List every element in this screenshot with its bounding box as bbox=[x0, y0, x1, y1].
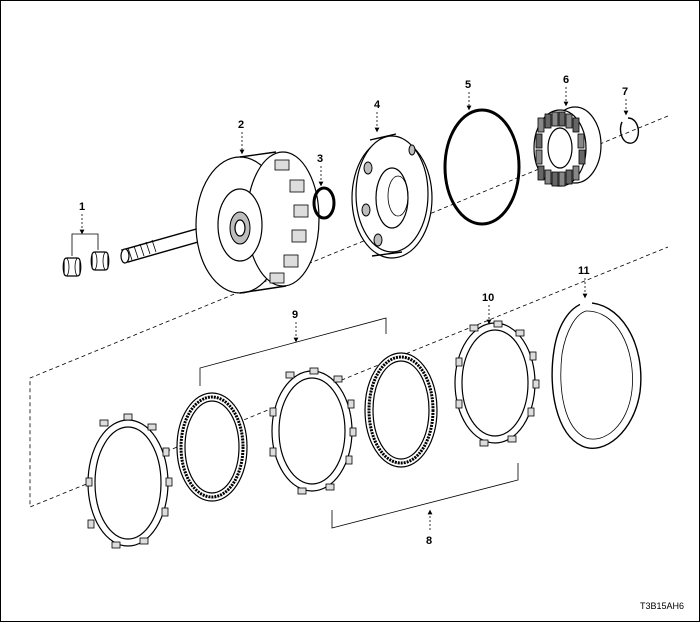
clutch-plate-pressure bbox=[454, 320, 540, 447]
callout-11: 11 bbox=[578, 265, 590, 277]
callout-3: 3 bbox=[317, 153, 323, 165]
bracket-9 bbox=[199, 317, 387, 386]
callout-4: 4 bbox=[374, 99, 381, 111]
figure-reference-code: T3B15AH6 bbox=[640, 601, 684, 611]
bracket-8 bbox=[331, 463, 519, 529]
clutch-plate-steel-1 bbox=[85, 413, 173, 549]
part-1-bushings bbox=[62, 233, 110, 277]
part-6-spring-assembly bbox=[533, 106, 602, 187]
part-4-piston bbox=[351, 133, 433, 259]
callout-7: 7 bbox=[622, 86, 628, 98]
part-5-large-o-ring bbox=[443, 108, 521, 226]
callout-5: 5 bbox=[465, 79, 471, 91]
part-2-input-shaft-drum bbox=[120, 151, 320, 294]
clutch-plate-friction-1 bbox=[176, 392, 248, 502]
callout-10: 10 bbox=[482, 292, 494, 304]
part-7-snap-ring bbox=[619, 117, 639, 144]
callout-1: 1 bbox=[79, 201, 85, 213]
callout-2: 2 bbox=[238, 119, 244, 131]
clutch-plate-steel-2 bbox=[269, 367, 357, 495]
part-3-o-ring bbox=[312, 186, 336, 220]
callout-8: 8 bbox=[426, 535, 432, 547]
callout-9: 9 bbox=[292, 309, 298, 321]
part-11-large-snap-ring bbox=[551, 299, 642, 449]
assembly-boundary-line bbox=[29, 115, 669, 508]
callout-6: 6 bbox=[563, 74, 569, 86]
clutch-plate-friction-2 bbox=[364, 352, 438, 468]
